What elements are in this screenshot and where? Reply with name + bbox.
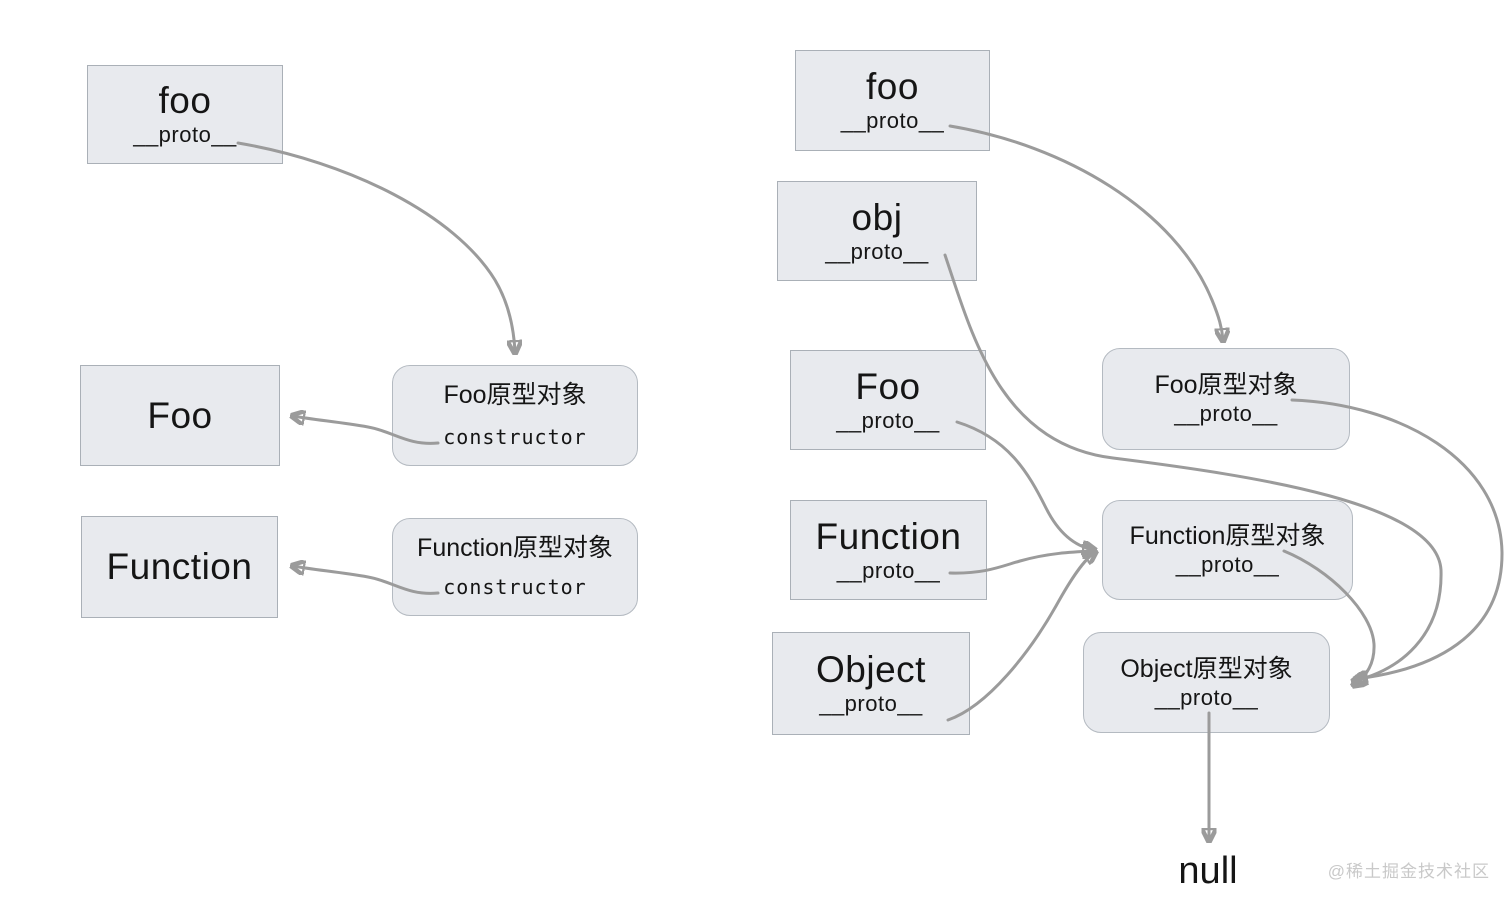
right-obj-box: obj __proto__ xyxy=(777,181,977,281)
watermark: @稀土掘金技术社区 xyxy=(1327,862,1490,881)
right-object-prototype-title: Object原型对象 xyxy=(1120,654,1293,683)
right-Object-label: Object xyxy=(816,649,926,691)
left-foo-box: foo __proto__ xyxy=(87,65,283,164)
right-foo-prototype-box: Foo原型对象 __proto__ xyxy=(1102,348,1350,450)
arrow-left-foo-to-foo-prototype xyxy=(236,141,515,352)
left-foo-prototype-title: Foo原型对象 xyxy=(443,381,587,409)
left-foo-prototype-box: Foo原型对象 constructor xyxy=(392,365,638,466)
left-function-prototype-box: Function原型对象 constructor xyxy=(392,518,638,616)
right-foo-box: foo __proto__ xyxy=(795,50,990,151)
right-Foo-box: Foo __proto__ xyxy=(790,350,986,450)
left-Foo-box: Foo xyxy=(80,365,280,466)
arrow-right-foo-to-foo-prototype xyxy=(948,124,1223,340)
right-object-prototype-proto-label: __proto__ xyxy=(1154,684,1259,710)
right-Foo-label: Foo xyxy=(855,365,921,407)
left-foo-label: foo xyxy=(158,80,212,122)
right-function-prototype-title: Function原型对象 xyxy=(1129,522,1326,551)
right-Function-proto-label: __proto__ xyxy=(836,557,941,583)
right-Function-label: Function xyxy=(815,515,962,557)
right-object-prototype-box: Object原型对象 __proto__ xyxy=(1083,632,1330,733)
arrow-right-obj-to-object-prototype xyxy=(943,253,1443,681)
right-obj-proto-label: __proto__ xyxy=(825,238,929,264)
right-function-prototype-proto-label: __proto__ xyxy=(1175,552,1280,578)
right-foo-proto-label: __proto__ xyxy=(840,108,945,134)
right-foo-prototype-title: Foo原型对象 xyxy=(1154,371,1298,400)
left-foo-prototype-constructor: constructor xyxy=(443,425,587,449)
right-Foo-proto-label: __proto__ xyxy=(836,407,940,433)
left-Function-label: Function xyxy=(106,546,253,588)
right-Function-box: Function __proto__ xyxy=(790,500,987,600)
right-function-prototype-box: Function原型对象 __proto__ xyxy=(1102,500,1353,600)
left-foo-proto-label: __proto__ xyxy=(133,122,237,148)
right-obj-label: obj xyxy=(851,196,903,238)
left-Function-box: Function xyxy=(81,516,278,618)
right-Object-box: Object __proto__ xyxy=(772,632,970,735)
left-function-prototype-title: Function原型对象 xyxy=(417,534,613,562)
right-Object-proto-label: __proto__ xyxy=(819,691,923,717)
left-Foo-label: Foo xyxy=(147,394,213,436)
right-foo-prototype-proto-label: __proto__ xyxy=(1174,401,1278,427)
right-foo-label: foo xyxy=(866,66,919,108)
left-function-prototype-constructor: constructor xyxy=(443,575,587,599)
null-label: null xyxy=(1178,850,1238,892)
